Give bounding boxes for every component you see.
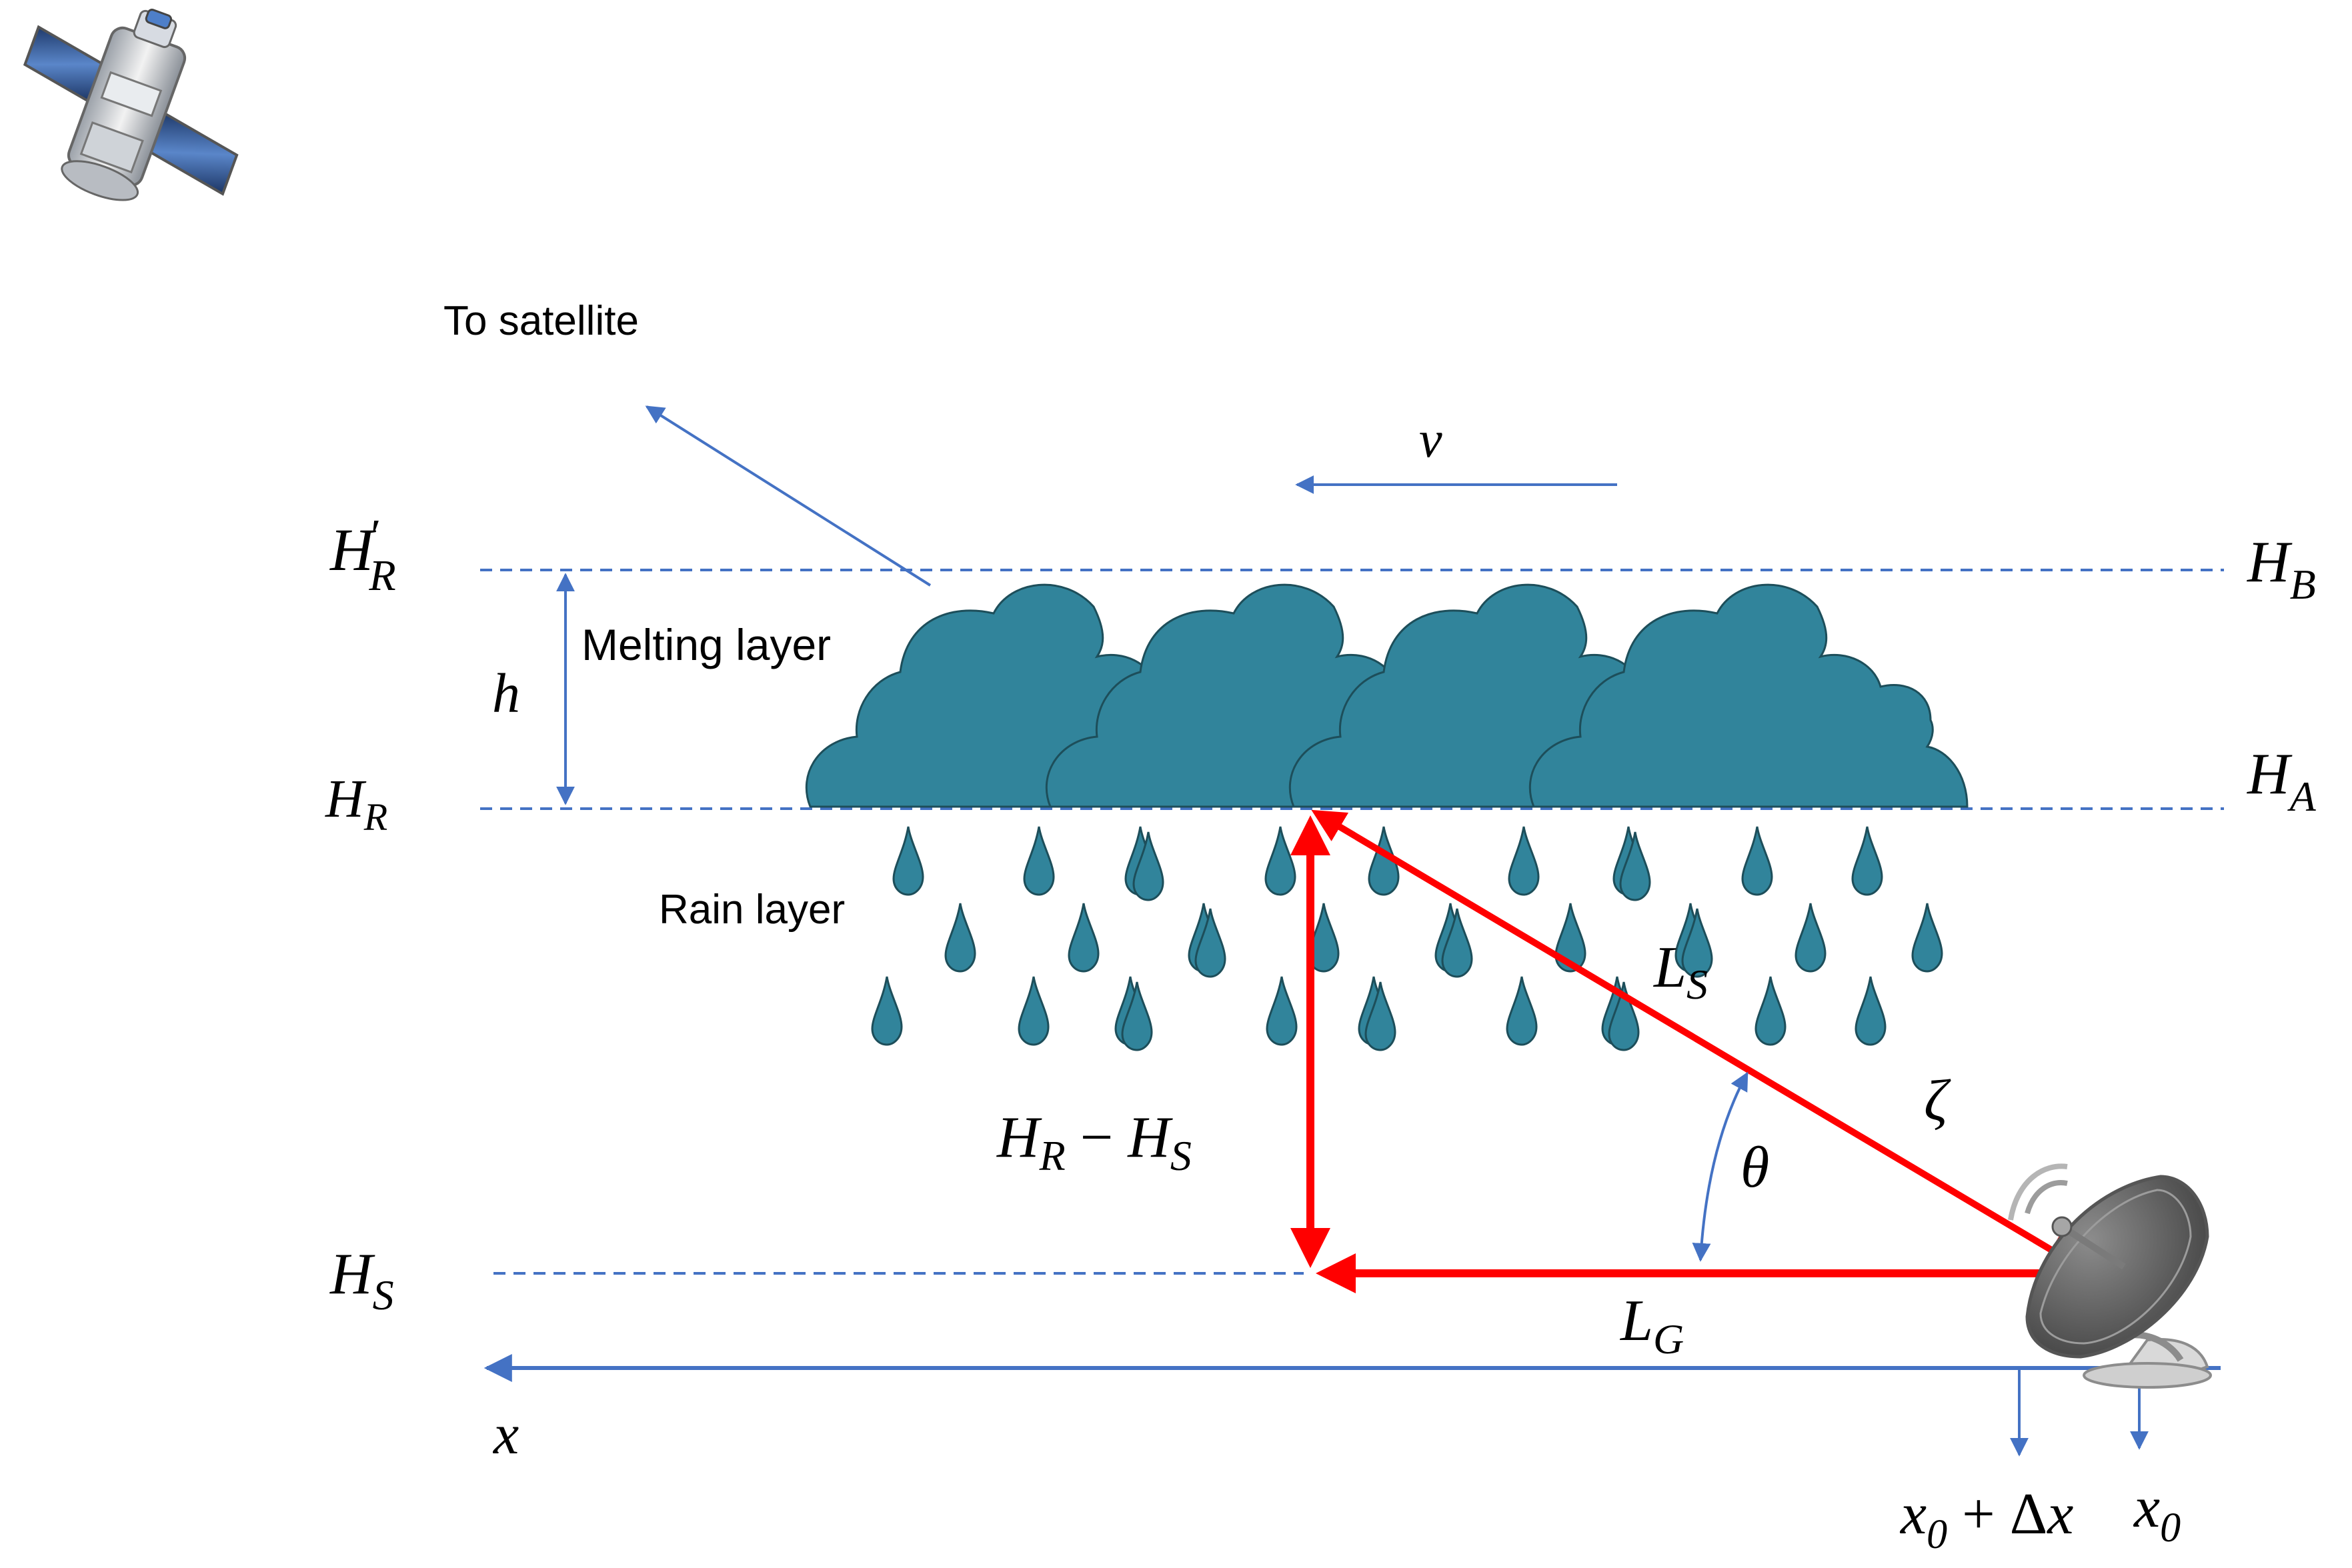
- rain-drop: [1795, 902, 1827, 973]
- rain-drop: [1851, 825, 1883, 896]
- hb-label: HB: [2247, 530, 2316, 608]
- velocity-label: v: [1419, 410, 1442, 468]
- rain-drops: [871, 825, 1943, 1051]
- clouds: [805, 583, 1969, 808]
- rain-drop: [1741, 825, 1773, 896]
- rain-drop: [1264, 825, 1296, 896]
- melting-layer-label: Melting layer: [581, 620, 831, 669]
- hr-label: HR: [325, 770, 387, 839]
- hs-label: HS: [329, 1242, 394, 1319]
- rain-layer-label: Rain layer: [659, 887, 845, 933]
- rain-drop: [1508, 825, 1540, 896]
- slant-path-arrow: [1311, 809, 2080, 1267]
- theta-label: θ: [1740, 1135, 1769, 1200]
- rain-drop: [1068, 902, 1100, 973]
- rain-drop: [1911, 902, 1943, 973]
- rain-drop: [892, 825, 924, 896]
- hr-minus-hs-label: HR − HS: [996, 1105, 1192, 1179]
- cloud: [1528, 583, 1969, 808]
- ground-station-dish-icon: [2008, 1163, 2212, 1389]
- rain-drop: [1506, 975, 1538, 1046]
- satellite-icon: [23, 9, 239, 201]
- rain-drop: [944, 902, 976, 973]
- to-satellite-label: To satellite: [443, 298, 639, 344]
- x0-plus-dx-label: x0 + Δx: [1899, 1482, 2073, 1557]
- to-satellite-arrow: [645, 405, 932, 587]
- h-label: h: [492, 663, 520, 725]
- rain-drop: [1018, 975, 1050, 1046]
- rain-drop: [1855, 975, 1887, 1046]
- zeta-label: ζ: [1924, 1069, 1951, 1133]
- ls-label: LS: [1652, 935, 1708, 1008]
- rain-drop: [1754, 975, 1787, 1046]
- lg-label: LG: [1619, 1289, 1684, 1363]
- ha-label: HA: [2247, 742, 2317, 820]
- elevation-angle-arc: [1692, 1071, 1748, 1262]
- hr-prime-label: H′R: [329, 511, 396, 600]
- x-axis-label: x: [492, 1402, 519, 1466]
- rain-drop: [1266, 975, 1298, 1046]
- rain-drop: [1023, 825, 1055, 896]
- rain-drop: [871, 975, 903, 1046]
- x0-label: x0: [2133, 1475, 2181, 1551]
